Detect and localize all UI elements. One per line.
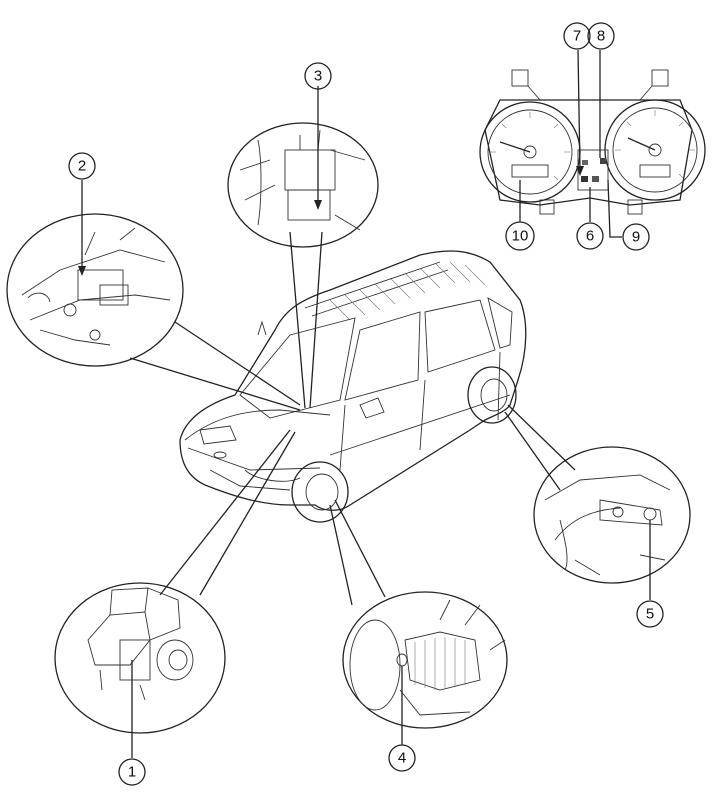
callout-8: 8: [587, 22, 615, 50]
detail-bubble-sensor-2: [6, 180, 301, 411]
callout-5-label: 5: [646, 606, 654, 623]
callout-6: 6: [576, 222, 604, 250]
detail-bubble-sensor-3: [227, 86, 379, 409]
tachometer-gauge: [479, 101, 581, 203]
callout-2-label: 2: [78, 158, 86, 175]
speedometer-gauge: [604, 99, 706, 201]
callout-10-label: 10: [512, 228, 529, 245]
callout-3: 3: [304, 62, 332, 90]
callout-8-label: 8: [597, 28, 605, 45]
callout-4: 4: [388, 744, 416, 772]
callout-2: 2: [68, 152, 96, 180]
detail-bubble-abs-module-1: [54, 429, 296, 758]
callout-5: 5: [636, 600, 664, 628]
callout-6-label: 6: [586, 228, 594, 245]
vehicle-illustration: [179, 250, 527, 523]
callout-7: 7: [563, 22, 591, 50]
detail-bubble-rear-wheel-sensor-5: [504, 404, 691, 600]
callout-4-label: 4: [398, 750, 406, 767]
instrument-cluster: [479, 49, 706, 238]
detail-bubble-front-wheel-sensor-4: [329, 499, 508, 745]
warning-lamp-panel: [577, 149, 609, 191]
callout-10: 10: [505, 221, 535, 251]
callout-9: 9: [622, 223, 650, 251]
callout-3-label: 3: [314, 68, 322, 85]
callout-7-label: 7: [573, 28, 581, 45]
callout-1: 1: [118, 758, 146, 786]
callout-9-label: 9: [632, 229, 640, 246]
callout-1-label: 1: [128, 764, 136, 781]
